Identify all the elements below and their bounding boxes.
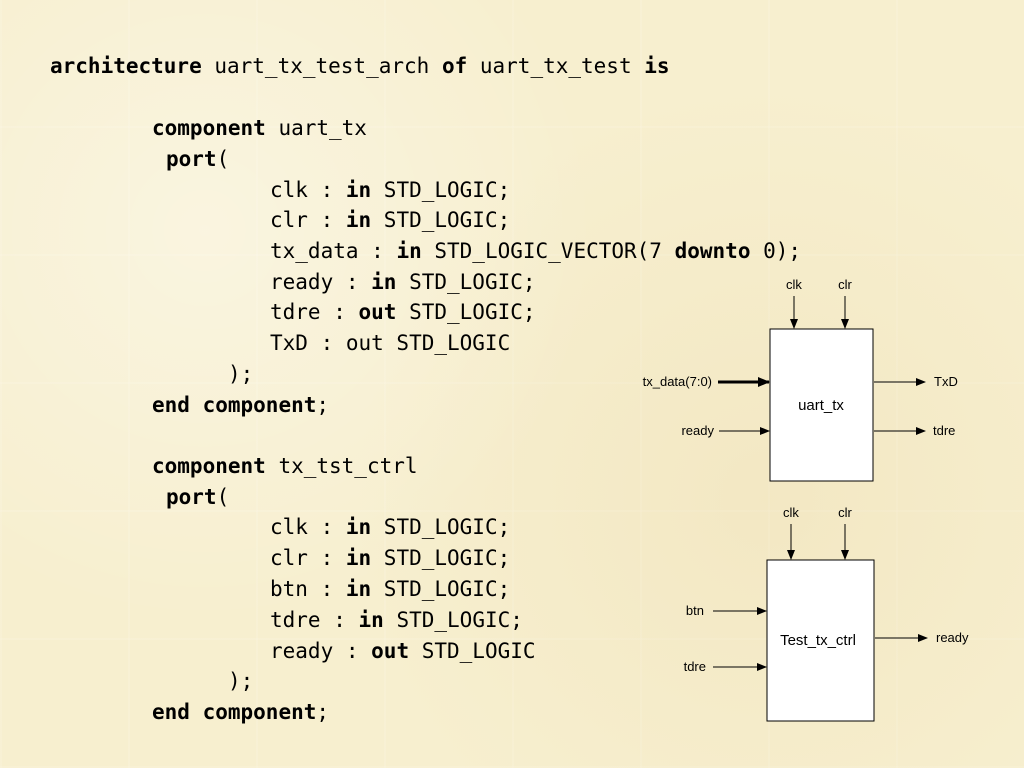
test-tx-ctrl-diagram: Test_tx_ctrl clk clr btn tdre ready [684, 505, 969, 722]
close-port-line: ); [228, 362, 253, 386]
uart-tx-txdata-label: tx_data(7:0) [643, 374, 712, 389]
close-paren: ); [228, 669, 254, 693]
port-line: port( [166, 147, 229, 171]
keyword-component: component [152, 454, 266, 478]
uart-tx-clr-label: clr [838, 277, 852, 292]
port-type: STD_LOGIC; [371, 178, 511, 202]
test-tx-ctrl-tdre-label: tdre [684, 659, 706, 674]
port-name: clr : [270, 546, 346, 570]
port-mode: out [371, 639, 410, 663]
component-tx-tst-ctrl-line: component tx_tst_ctrl [152, 454, 418, 478]
keyword-port: port [166, 485, 217, 509]
uart-tx-clk-label: clk [786, 277, 802, 292]
open-paren: ( [216, 485, 230, 509]
port-tdre: tdre : in STD_LOGIC; [270, 608, 523, 632]
port-type: STD_LOGIC; [371, 546, 511, 570]
port-name: clr : [270, 208, 346, 232]
semicolon: ; [316, 700, 330, 724]
architecture-name: uart_tx_test_arch [201, 54, 442, 78]
uart-tx-block-label: uart_tx [798, 397, 844, 414]
uart-tx-ready-label: ready [681, 423, 714, 438]
test-tx-ctrl-btn-label: btn [686, 603, 704, 618]
uart-tx-tdre-label: tdre [933, 423, 955, 438]
close-port-line: ); [228, 669, 253, 693]
port-txd: TxD : out STD_LOGIC [270, 331, 510, 355]
port-mode: in [345, 178, 372, 202]
port-type: STD_LOGIC_VECTOR(7 [421, 239, 675, 263]
port-mode: in [358, 608, 384, 632]
port-ready: ready : in STD_LOGIC; [270, 270, 536, 294]
component-name: uart_tx [265, 116, 367, 140]
port-mode: in [396, 239, 422, 263]
port-type: STD_LOGIC [409, 639, 536, 663]
port-name: tx_data : [270, 239, 397, 263]
port-line: port( [166, 485, 229, 509]
close-paren: ); [228, 362, 254, 386]
architecture-line: architecture uart_tx_test_arch of uart_t… [50, 54, 670, 78]
port-mode: in [345, 546, 372, 570]
port-type: STD_LOGIC; [383, 608, 523, 632]
port-type-tail: 0); [750, 239, 802, 263]
port-type: STD_LOGIC; [371, 515, 511, 539]
port-mode: in [345, 577, 372, 601]
keyword-port: port [166, 147, 217, 171]
keyword-component: component [152, 116, 266, 140]
port-name: tdre : [270, 300, 359, 324]
port-clk: clk : in STD_LOGIC; [270, 515, 510, 539]
port-type: STD_LOGIC; [396, 270, 536, 294]
end-component-line: end component; [152, 393, 329, 417]
port-type: STD_LOGIC; [371, 577, 511, 601]
test-tx-ctrl-clr-label: clr [838, 505, 852, 520]
uart-tx-diagram: uart_tx clk clr tx_data(7:0) ready TxD t… [643, 277, 958, 482]
port-mode: in [345, 515, 372, 539]
port-mode: in [371, 270, 397, 294]
port-ready: ready : out STD_LOGIC [270, 639, 536, 663]
port-mode: in [345, 208, 372, 232]
component-uart-tx-line: component uart_tx [152, 116, 367, 140]
keyword-downto: downto [674, 239, 751, 263]
port-type: STD_LOGIC; [371, 208, 511, 232]
keyword-of: of [441, 54, 468, 78]
keyword-end: end [152, 700, 190, 724]
port-name: tdre : [270, 608, 359, 632]
uart-tx-block [769, 328, 874, 482]
port-clr: clr : in STD_LOGIC; [270, 546, 510, 570]
port-name: btn : [270, 577, 346, 601]
test-tx-ctrl-block [766, 559, 875, 722]
port-declaration: TxD : out STD_LOGIC [270, 331, 511, 355]
port-btn: btn : in STD_LOGIC; [270, 577, 510, 601]
port-clk: clk : in STD_LOGIC; [270, 178, 510, 202]
end-component-line: end component; [152, 700, 329, 724]
uart-tx-txd-label: TxD [934, 374, 958, 389]
open-paren: ( [216, 147, 230, 171]
entity-name: uart_tx_test [467, 54, 645, 78]
port-name: clk : [270, 515, 346, 539]
keyword-component: component [202, 700, 317, 724]
port-name: ready : [270, 639, 372, 663]
port-mode: out [358, 300, 397, 324]
test-tx-ctrl-ready-label: ready [936, 630, 969, 645]
test-tx-ctrl-clk-label: clk [783, 505, 799, 520]
keyword-architecture: architecture [50, 54, 202, 78]
keyword-is: is [644, 54, 670, 78]
keyword-component: component [202, 393, 317, 417]
port-name: clk : [270, 178, 346, 202]
port-tdre: tdre : out STD_LOGIC; [270, 300, 536, 324]
port-clr: clr : in STD_LOGIC; [270, 208, 510, 232]
port-tx-data: tx_data : in STD_LOGIC_VECTOR(7 downto 0… [270, 239, 801, 263]
component-name: tx_tst_ctrl [265, 454, 418, 478]
keyword-end: end [152, 393, 190, 417]
test-tx-ctrl-block-label: Test_tx_ctrl [780, 632, 856, 649]
port-name: ready : [270, 270, 372, 294]
semicolon: ; [316, 393, 330, 417]
port-type: STD_LOGIC; [396, 300, 536, 324]
